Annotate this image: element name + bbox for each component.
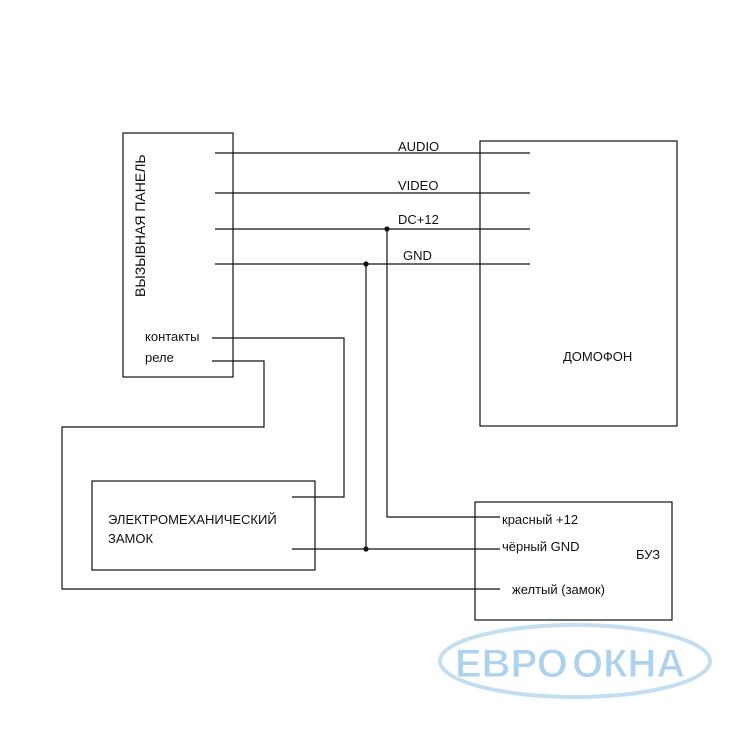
yellow-lock-wire <box>61 360 500 590</box>
logo-word-2: ОКНА <box>572 642 685 686</box>
video-label: VIDEO <box>398 178 438 193</box>
dc12-label: DC+12 <box>398 212 439 227</box>
intercom-label: ДОМОФОН <box>563 349 632 364</box>
relay-contact-wire <box>212 337 345 498</box>
yellow-wire-label: желтый (замок) <box>512 582 605 597</box>
relay-contacts-label: контакты <box>145 329 199 344</box>
call-panel-block <box>122 132 234 378</box>
lock-block <box>91 480 316 571</box>
red-wire-label: красный +12 <box>502 512 578 527</box>
audio-label: AUDIO <box>398 139 439 154</box>
black-wire-label: чёрный GND <box>502 539 580 554</box>
evro-okna-logo: ЕВРО ОКНА <box>438 623 712 699</box>
logo-word-1: ЕВРО <box>455 642 568 686</box>
logo-ellipse <box>438 623 712 699</box>
lock-label-line1: ЭЛЕКТРОМЕХАНИЧЕСКИЙ <box>108 512 277 527</box>
buz-label: БУЗ <box>636 547 660 562</box>
buz-block <box>474 501 673 621</box>
gnd-label: GND <box>403 248 432 263</box>
call-panel-label: ВЫЗЫВНАЯ ПАНЕЛЬ <box>132 154 148 297</box>
relay-label: реле <box>145 350 174 365</box>
lock-label-line2: ЗАМОК <box>108 531 153 546</box>
red-plus12-wire <box>386 229 500 518</box>
intercom-block <box>479 140 678 427</box>
